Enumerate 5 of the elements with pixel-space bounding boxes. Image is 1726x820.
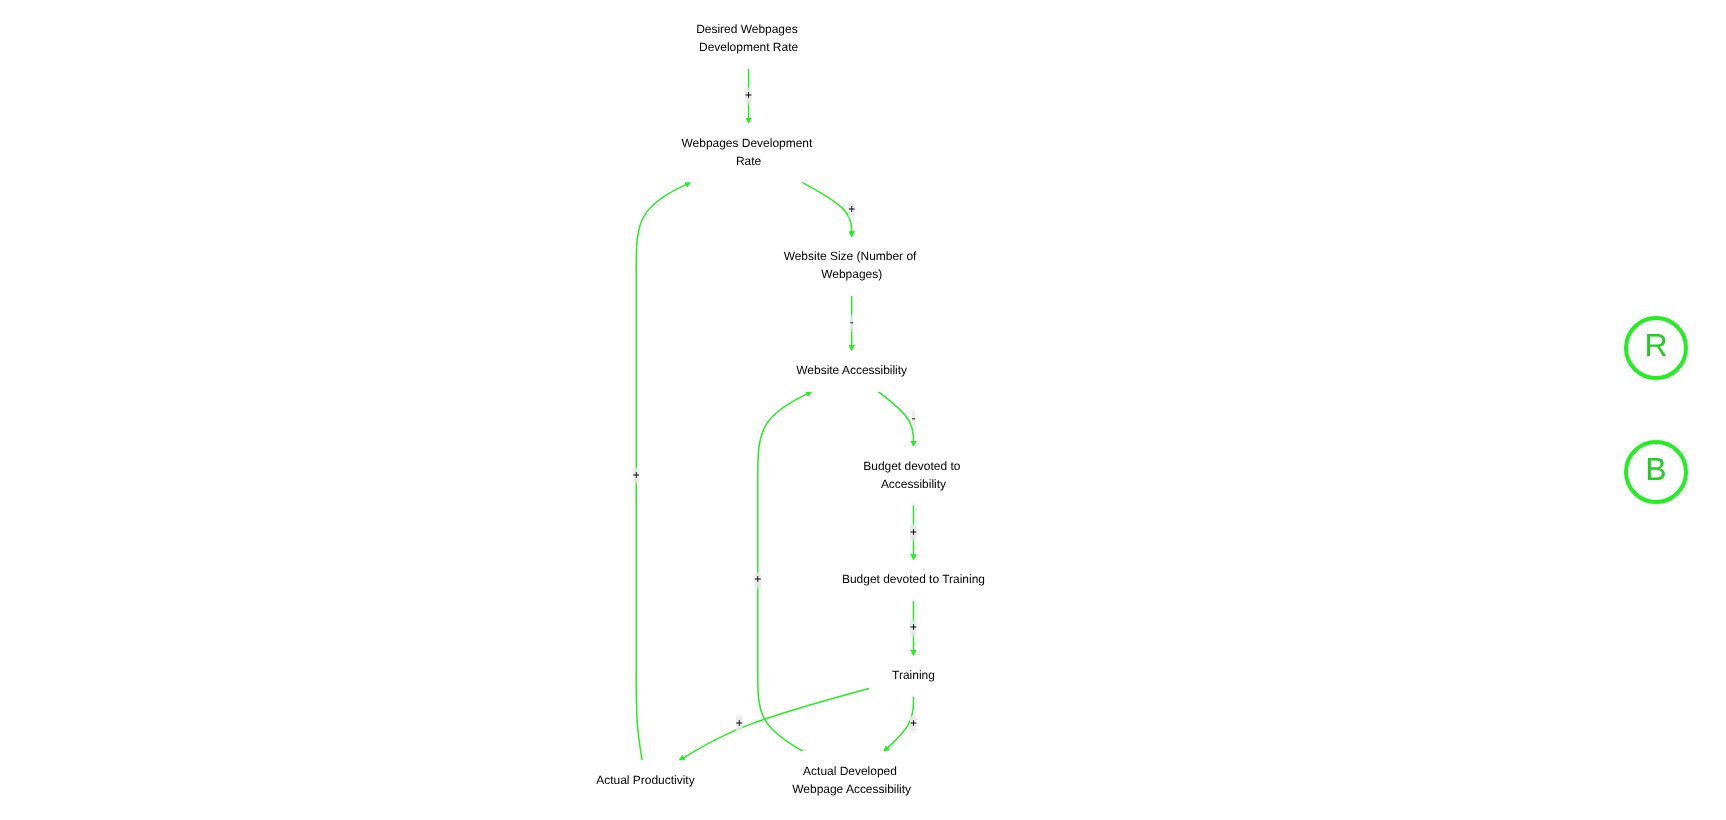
arrow bbox=[636, 181, 692, 762]
arrow bbox=[883, 695, 915, 752]
loop-marker: R bbox=[1624, 316, 1688, 380]
loop-marker: B bbox=[1624, 440, 1688, 504]
arrow bbox=[679, 687, 872, 761]
